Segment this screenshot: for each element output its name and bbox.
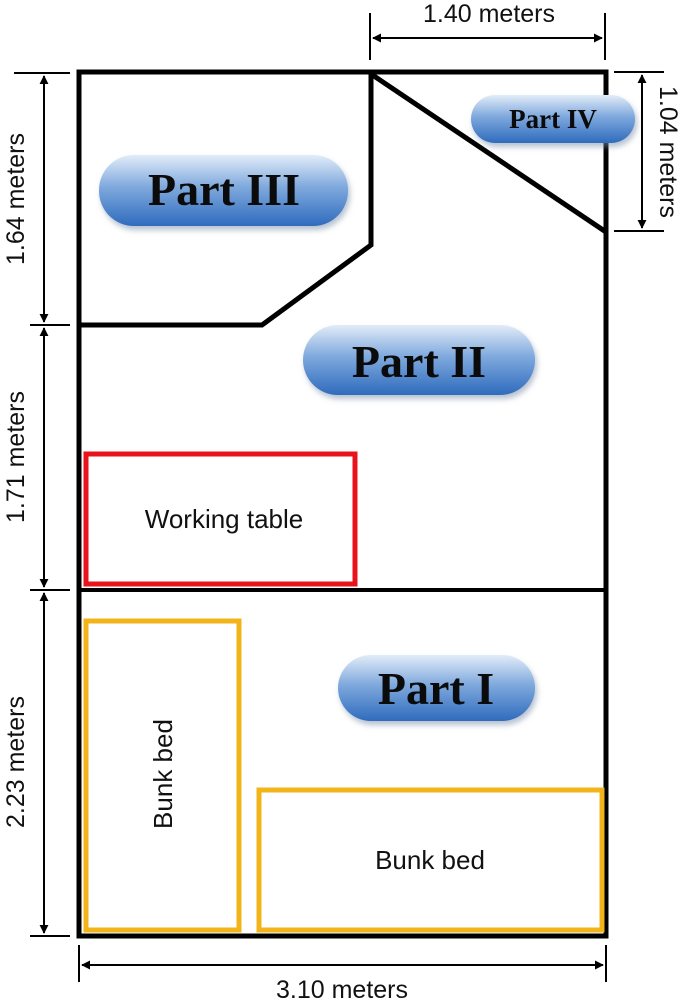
part-iii-pill: [99, 155, 348, 226]
part-i-label: Part I: [378, 663, 494, 714]
working-table-outline: [83, 451, 358, 587]
top-dimension-label: 1.40 meters: [423, 0, 555, 28]
right-dimension-label: 1.04 meters: [654, 86, 682, 218]
part-i-pill: [338, 655, 535, 721]
bunk-bed-horizontal-outline: [256, 787, 605, 933]
part-iv-pill: [471, 95, 635, 143]
part-iii-label: Part III: [148, 164, 300, 215]
part-ii-label: Part II: [352, 336, 486, 387]
left-middle-dimension-label: 1.71 meters: [2, 391, 30, 523]
part-i-badge: Part I: [338, 655, 535, 721]
bunk-bed-vertical-outline: [83, 618, 242, 933]
left-lower-dimension-label: 2.23 meters: [2, 696, 30, 828]
part-iv-boundary: [369, 71, 608, 235]
bunk-bed-vertical-label: Bunk bed: [148, 719, 178, 829]
bottom-dimension-label: 3.10 meters: [276, 976, 408, 1003]
part-ii-badge: Part II: [303, 325, 535, 395]
left-upper-dimension-label: 1.64 meters: [2, 133, 30, 265]
room-outline: [76, 69, 609, 939]
part-ii-pill: [303, 325, 535, 395]
part-iii-boundary: [79, 72, 374, 328]
working-table-label: Working table: [145, 504, 304, 534]
part-iv-badge: Part IV: [471, 95, 635, 143]
bunk-bed-horizontal-label: Bunk bed: [375, 845, 485, 875]
part-iii-badge: Part III: [99, 155, 348, 226]
room-walls: [76, 69, 609, 939]
part-iv-label: Part IV: [509, 104, 597, 134]
dimension-lines: [14, 13, 664, 982]
